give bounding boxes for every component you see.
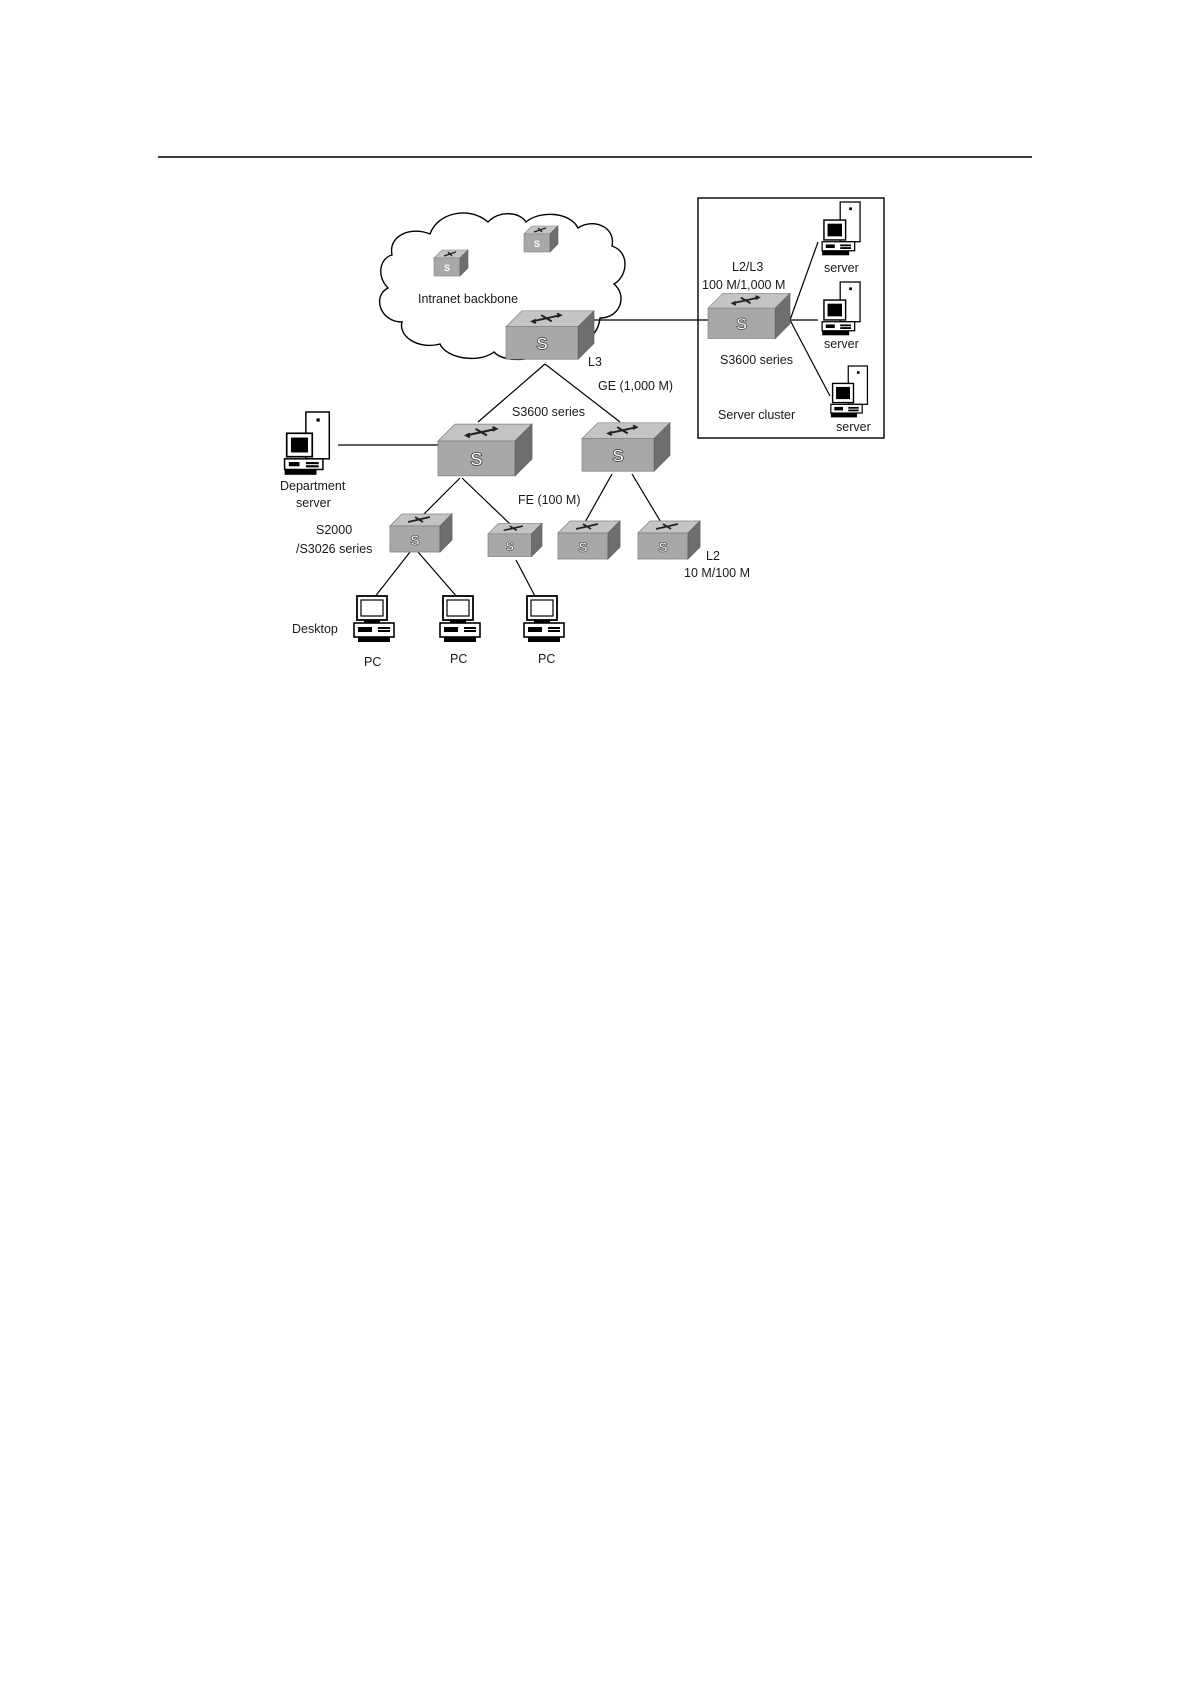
server-1-icon (822, 202, 860, 255)
pc-3-icon (524, 596, 564, 642)
backbone-switch-small-2 (524, 226, 558, 252)
link-dist-left-to-access-2 (462, 478, 510, 524)
label-desktop: Desktop (292, 622, 338, 636)
access-switch-1 (390, 514, 452, 552)
label-l2: L2 (706, 549, 720, 563)
label-s3600-series-cluster: S3600 series (720, 353, 793, 367)
department-server-icon (285, 412, 330, 475)
core-l3-switch (506, 311, 594, 359)
label-intranet-backbone: Intranet backbone (418, 292, 518, 306)
label-pc-2: PC (450, 652, 467, 666)
link-cluster-to-server-1 (790, 242, 818, 320)
pc-2-icon (440, 596, 480, 642)
label-speed-10-100: 10 M/100 M (684, 566, 750, 580)
label-fe-100: FE (100 M) (518, 493, 581, 507)
label-ge-1000: GE (1,000 M) (598, 379, 673, 393)
server-cluster-switch (708, 293, 790, 338)
label-server-1: server (824, 261, 859, 275)
label-department: Department (280, 479, 346, 493)
link-access-1-to-pc-1 (374, 552, 410, 598)
access-switch-2 (488, 523, 542, 556)
label-server-2: server (824, 337, 859, 351)
pc-1-icon (354, 596, 394, 642)
backbone-switch-small-1 (434, 250, 468, 276)
label-pc-1: PC (364, 655, 381, 669)
link-access-1-to-pc-2 (418, 552, 458, 598)
label-s3026-series: /S3026 series (296, 542, 372, 556)
label-speed-100-1000: 100 M/1,000 M (702, 278, 785, 292)
label-l2-l3: L2/L3 (732, 260, 763, 274)
label-server-3: server (836, 420, 871, 434)
link-dist-right-to-access-3 (584, 474, 612, 524)
access-switch-3 (558, 521, 620, 559)
label-l3: L3 (588, 355, 602, 369)
access-switch-4 (638, 521, 700, 559)
link-access-2-to-pc-3 (516, 560, 536, 598)
label-department-server: server (296, 496, 331, 510)
link-dist-right-to-access-4 (632, 474, 662, 524)
distribution-switch-left (438, 424, 532, 476)
label-s2000: S2000 (316, 523, 352, 537)
server-3-icon (831, 366, 868, 417)
distribution-switch-right (582, 423, 670, 471)
label-pc-3: PC (538, 652, 555, 666)
label-server-cluster: Server cluster (718, 408, 795, 422)
label-s3600-series-dist: S3600 series (512, 405, 585, 419)
server-2-icon (822, 282, 860, 335)
